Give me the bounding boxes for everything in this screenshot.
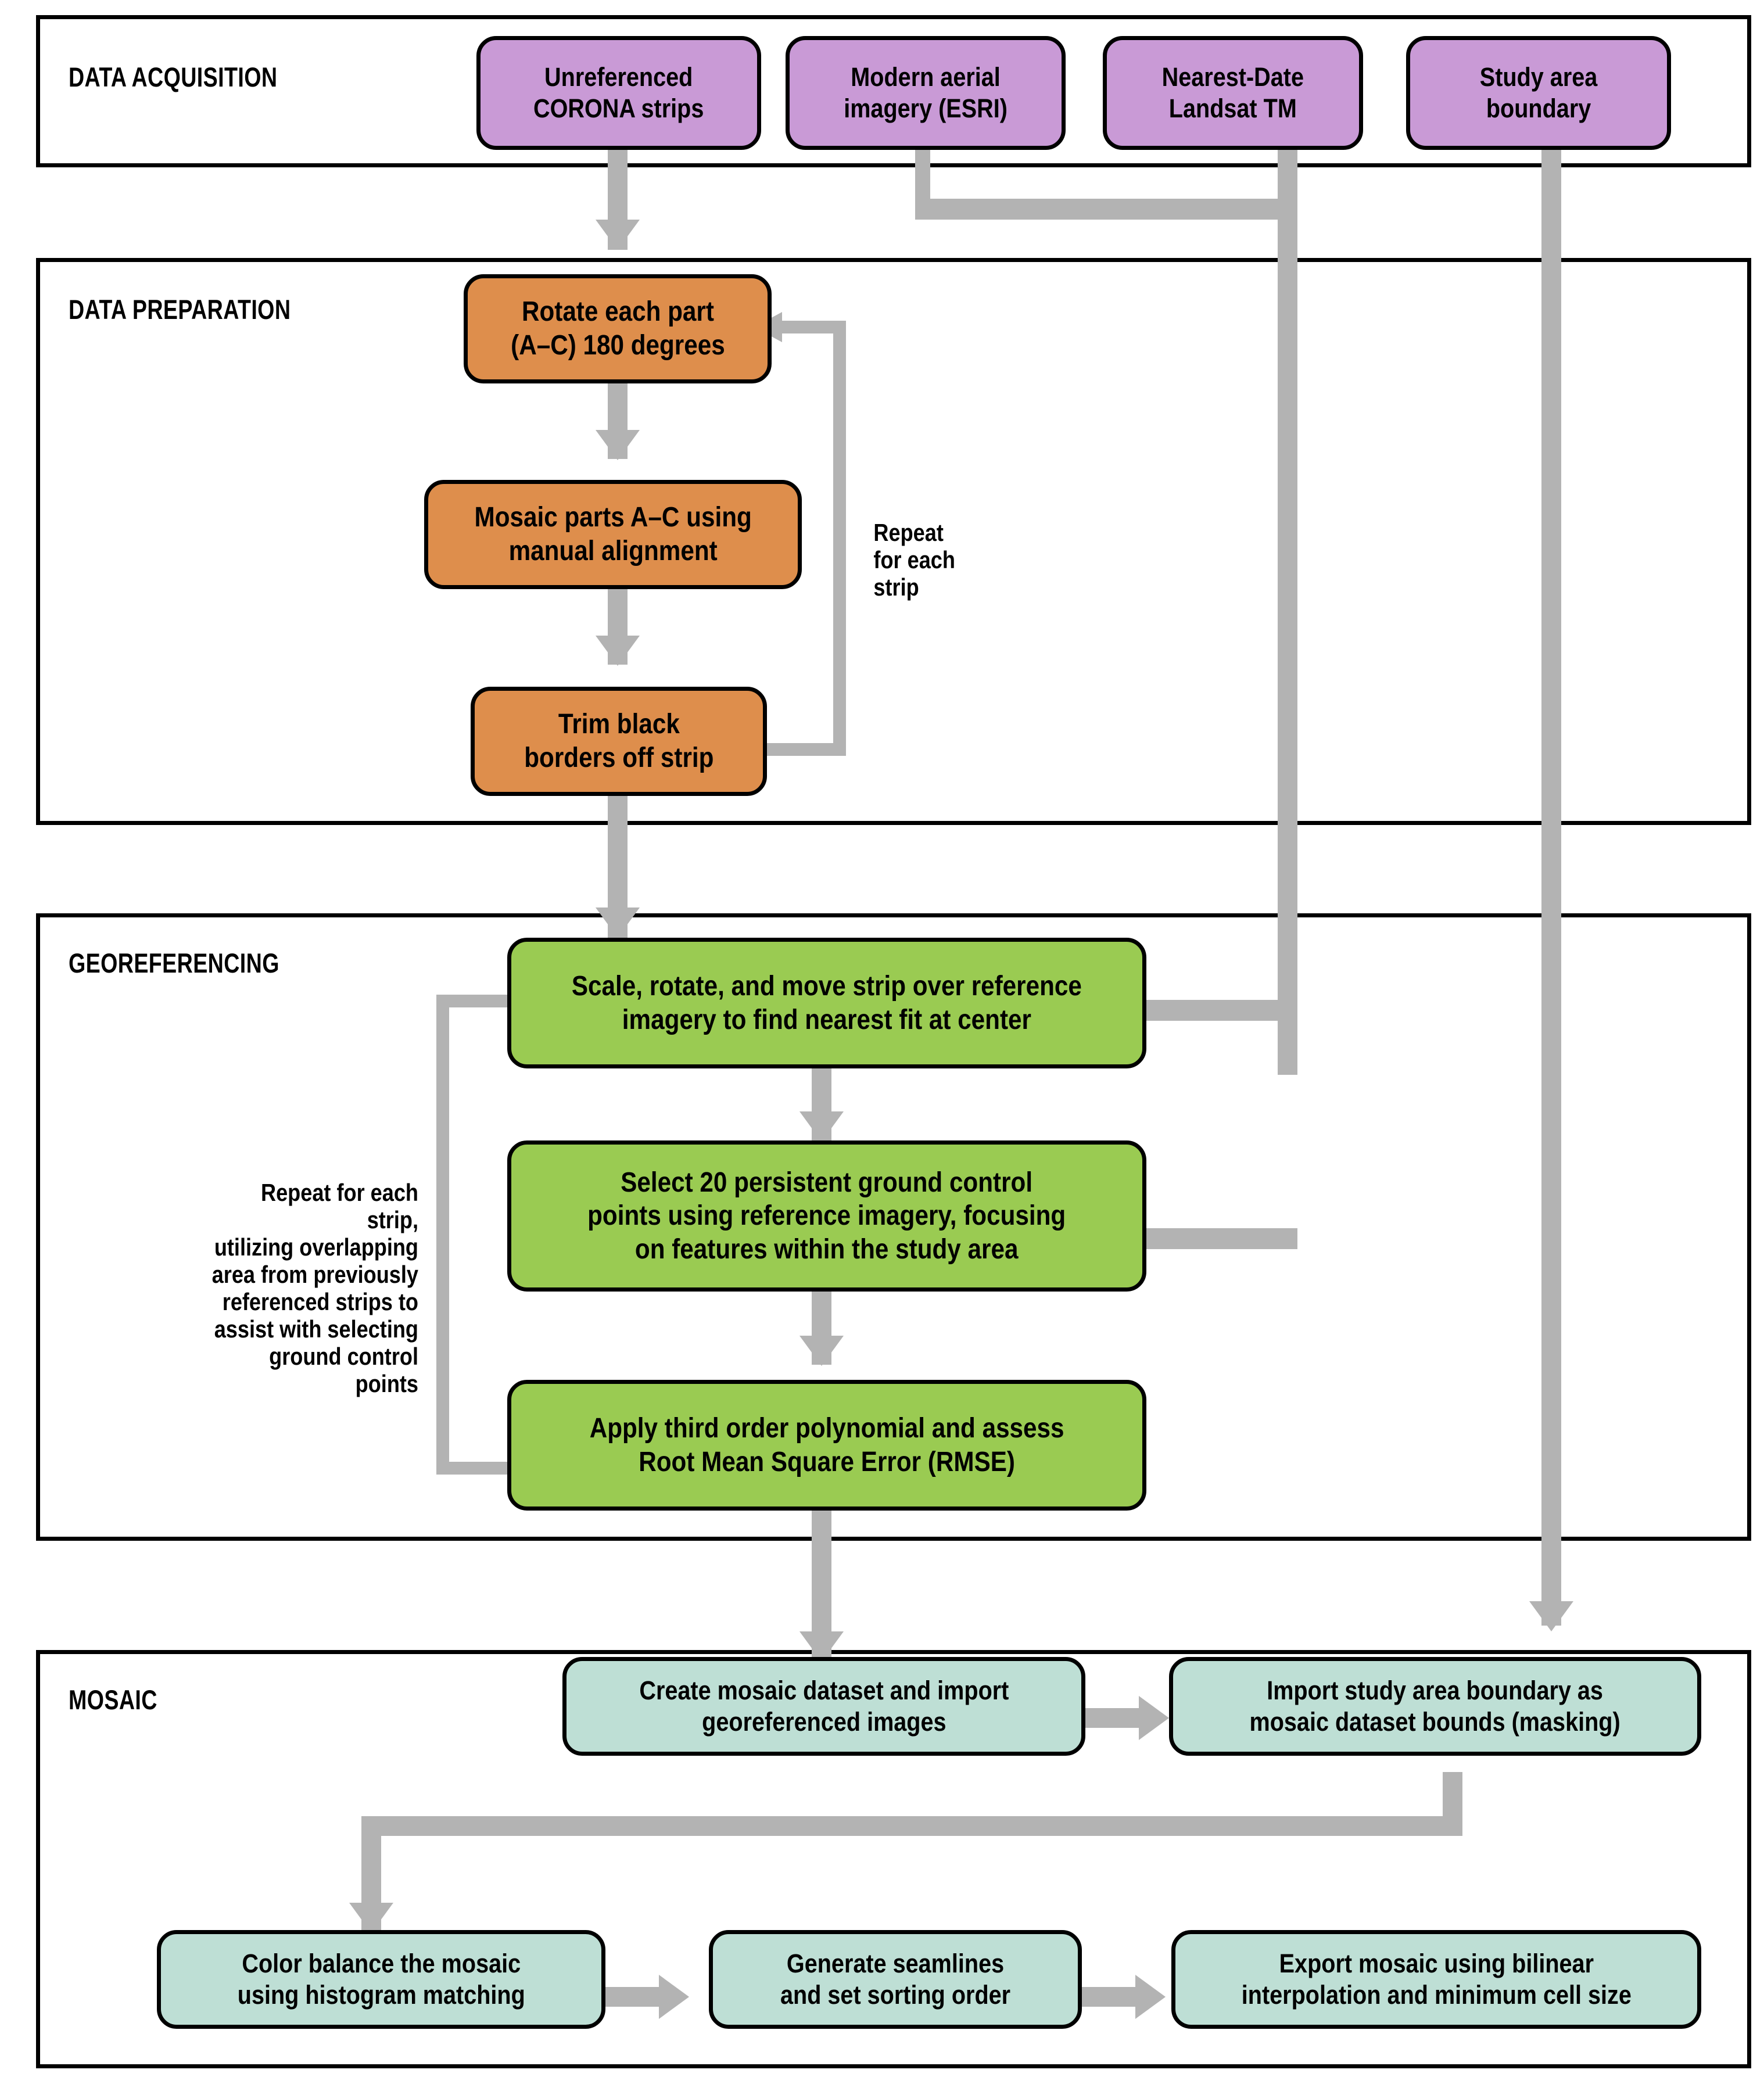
node-label: Create mosaic dataset and import georefe… [639, 1676, 1009, 1737]
connector-poly-to-mosaic-arrowhead [799, 1631, 844, 1662]
annotation-repeat-gcp: Repeat for each strip, utilizing overlap… [174, 1152, 418, 1425]
connector-aerial-right-run [915, 199, 1297, 220]
connector-balance-to-seamlines-arrowhead [659, 1975, 689, 2019]
node-label: Scale, rotate, and move strip over refer… [571, 970, 1082, 1035]
connector-georef-loop-top [436, 995, 512, 1007]
section-label-georeferencing: GEOREFERENCING [69, 948, 279, 978]
node-label: Mosaic parts A–C using manual alignment [474, 502, 752, 566]
node-modern-aerial-imagery[interactable]: Modern aerial imagery (ESRI) [786, 36, 1066, 150]
connector-seamlines-to-export-shaft [1082, 1987, 1138, 2007]
connector-prep-loop-top [782, 321, 846, 333]
section-georeferencing [36, 913, 1751, 1541]
connector-scale-to-gcp-arrowhead [799, 1111, 844, 1142]
connector-import-left-run [361, 1816, 1462, 1836]
section-data-preparation [36, 258, 1751, 825]
node-nearest-date-landsat-tm[interactable]: Nearest-Date Landsat TM [1103, 36, 1363, 150]
node-label: Study area boundary [1479, 62, 1598, 123]
node-trim-black-borders[interactable]: Trim black borders off strip [471, 687, 767, 796]
connector-landsat-trunk [1278, 150, 1297, 1075]
node-scale-rotate-move-strip[interactable]: Scale, rotate, and move strip over refer… [507, 938, 1146, 1068]
connector-georef-loop-vertical [436, 995, 449, 1475]
node-label: Export mosaic using bilinear interpolati… [1241, 1949, 1632, 2010]
connector-create-to-import-arrowhead [1139, 1696, 1169, 1740]
connector-color-balance-arrowhead [349, 1903, 393, 1933]
connector-boundary-arrowhead [1529, 1601, 1573, 1631]
node-export-mosaic[interactable]: Export mosaic using bilinear interpolati… [1171, 1930, 1701, 2029]
node-create-mosaic-dataset[interactable]: Create mosaic dataset and import georefe… [562, 1657, 1085, 1756]
node-label: Trim black borders off strip [524, 709, 714, 773]
connector-prep-loop-right [765, 743, 846, 756]
annotation-repeat-gcp-text: Repeat for each strip, utilizing overlap… [211, 1179, 418, 1398]
node-label: Generate seamlines and set sorting order [780, 1949, 1011, 2010]
node-label: Rotate each part (A–C) 180 degrees [510, 296, 725, 361]
annotation-repeat-each-strip-text: Repeat for each strip [873, 519, 955, 601]
node-import-study-area-boundary[interactable]: Import study area boundary as mosaic dat… [1169, 1657, 1701, 1756]
annotation-repeat-each-strip: Repeat for each strip [867, 492, 962, 628]
node-color-balance-mosaic[interactable]: Color balance the mosaic using histogram… [157, 1930, 605, 2029]
connector-balance-to-seamlines-shaft [605, 1987, 661, 2007]
section-label-mosaic: MOSAIC [69, 1684, 157, 1715]
section-data-acquisition [36, 15, 1751, 167]
node-label: Unreferenced CORONA strips [533, 62, 704, 123]
section-mosaic [36, 1650, 1751, 2068]
node-label: Color balance the mosaic using histogram… [237, 1949, 525, 2010]
connector-create-to-import-shaft [1085, 1708, 1141, 1728]
connector-trim-to-georef-arrowhead [596, 908, 640, 938]
node-label: Apply third order polynomial and assess … [589, 1412, 1064, 1477]
node-rotate-each-part[interactable]: Rotate each part (A–C) 180 degrees [464, 274, 772, 383]
section-label-data-preparation: DATA PREPARATION [69, 294, 291, 325]
node-apply-third-order-polynomial[interactable]: Apply third order polynomial and assess … [507, 1380, 1146, 1511]
node-study-area-boundary[interactable]: Study area boundary [1406, 36, 1671, 150]
node-label: Nearest-Date Landsat TM [1161, 62, 1304, 123]
connector-georef-loop-bottom [436, 1462, 518, 1475]
connector-prep-loop-vertical [833, 321, 846, 756]
section-label-data-acquisition: DATA ACQUISITION [69, 62, 278, 92]
node-generate-seamlines[interactable]: Generate seamlines and set sorting order [709, 1930, 1082, 2029]
node-mosaic-parts-manual-alignment[interactable]: Mosaic parts A–C using manual alignment [424, 480, 802, 589]
node-label: Modern aerial imagery (ESRI) [844, 62, 1008, 123]
node-select-ground-control-points[interactable]: Select 20 persistent ground control poin… [507, 1140, 1146, 1292]
connector-gcp-to-poly-arrowhead [799, 1336, 844, 1366]
node-label: Import study area boundary as mosaic dat… [1249, 1676, 1621, 1737]
connector-mosaic-to-trim-arrowhead [596, 636, 640, 666]
node-unreferenced-corona-strips[interactable]: Unreferenced CORONA strips [476, 36, 761, 150]
node-label: Select 20 persistent ground control poin… [587, 1167, 1066, 1265]
connector-boundary-trunk [1541, 150, 1561, 1626]
connector-corona-to-rotate-arrowhead [596, 220, 640, 250]
connector-rotate-to-mosaic-arrowhead [596, 430, 640, 460]
connector-seamlines-to-export-arrowhead [1135, 1975, 1166, 2019]
